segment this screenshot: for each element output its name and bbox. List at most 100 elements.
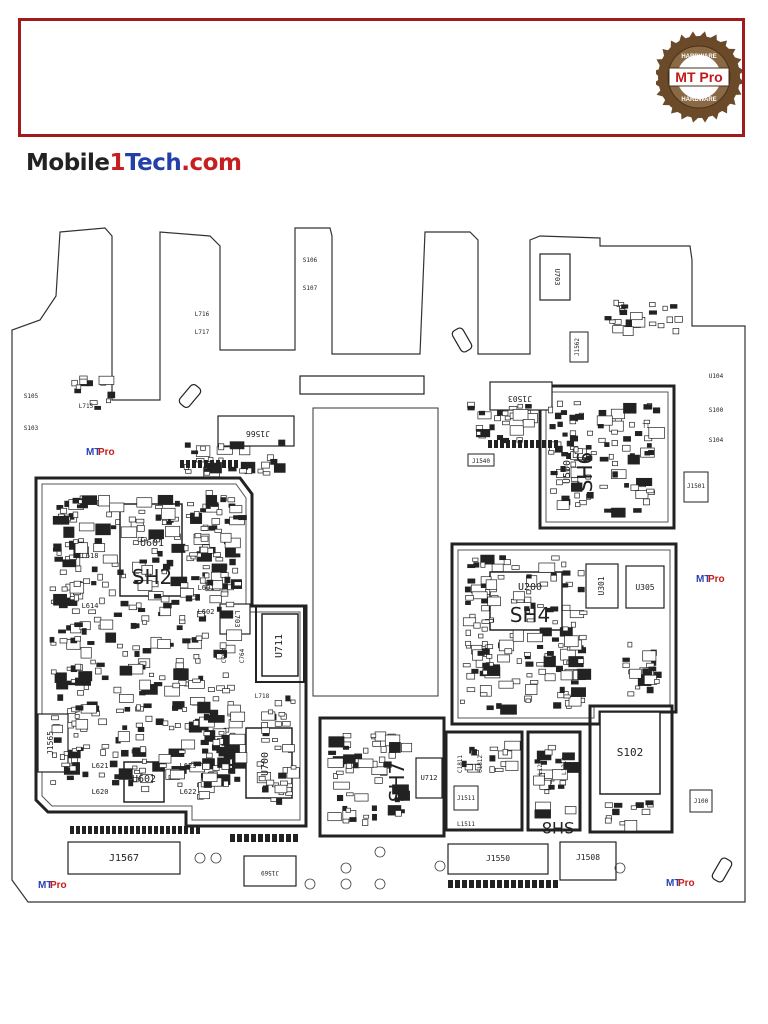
label-sh4: SH4 xyxy=(510,603,550,627)
pad-row xyxy=(160,826,164,834)
component-field xyxy=(49,299,733,890)
smd-pad xyxy=(94,405,101,410)
smd-pad xyxy=(654,679,660,685)
pad-row xyxy=(272,834,277,842)
smd-pad xyxy=(157,550,163,557)
smd-pad xyxy=(274,721,282,727)
pad-row xyxy=(154,826,158,834)
smd-pad xyxy=(563,694,571,699)
smd-pad xyxy=(136,525,145,532)
saw-tooth xyxy=(679,34,687,43)
smd-pad xyxy=(201,632,209,639)
smd-pad xyxy=(71,379,78,387)
smd-pad xyxy=(643,498,650,506)
smd-pad xyxy=(619,309,628,316)
svg-text:MT: MT xyxy=(696,574,710,585)
smd-pad xyxy=(573,446,579,453)
smd-pad xyxy=(487,596,501,607)
smd-pad xyxy=(622,662,630,669)
smd-pad xyxy=(282,767,288,774)
smd-pad xyxy=(222,644,236,654)
smd-pad xyxy=(560,466,566,472)
brand-title[interactable]: Mobile1Tech.com xyxy=(26,150,242,176)
smd-pad xyxy=(82,771,89,778)
smd-pad xyxy=(207,462,222,474)
smd-pad xyxy=(191,450,199,455)
smd-pad xyxy=(579,610,588,615)
smd-pad xyxy=(192,720,199,726)
smd-pad xyxy=(551,637,559,642)
pad-row xyxy=(88,826,92,834)
smd-pad xyxy=(499,555,506,561)
smd-pad xyxy=(546,607,554,613)
smd-pad xyxy=(395,810,402,817)
label-u711: U711 xyxy=(274,634,285,658)
smd-pad xyxy=(482,669,488,676)
saw-tooth xyxy=(656,89,665,97)
pad-row xyxy=(196,826,200,834)
smd-pad xyxy=(635,802,644,808)
saw-tooth xyxy=(738,77,742,85)
smd-pad xyxy=(262,471,271,476)
test-point xyxy=(434,860,446,872)
smd-pad xyxy=(132,645,140,651)
smd-pad xyxy=(220,532,232,543)
smd-pad xyxy=(642,650,657,662)
smd-pad xyxy=(74,663,82,671)
smd-pad xyxy=(174,723,181,728)
smd-pad xyxy=(93,616,102,623)
label-c764: C764 xyxy=(239,648,246,663)
smd-pad xyxy=(568,696,582,707)
smd-pad xyxy=(562,570,571,576)
smd-pad xyxy=(274,784,288,794)
saw-tooth xyxy=(688,31,697,39)
smd-pad xyxy=(630,312,643,321)
smd-pad xyxy=(604,316,612,321)
smd-pad xyxy=(59,638,68,644)
smd-pad xyxy=(172,682,180,689)
smd-pad xyxy=(512,591,525,601)
saw-tooth xyxy=(662,99,671,106)
smd-pad xyxy=(110,525,117,530)
label-j1550: J1550 xyxy=(486,854,510,863)
smd-pad xyxy=(135,734,145,741)
smd-pad xyxy=(489,746,499,751)
smd-pad xyxy=(274,745,282,750)
smd-pad xyxy=(553,702,562,709)
smd-pad xyxy=(624,820,638,832)
smd-pad xyxy=(354,753,363,760)
smd-pad xyxy=(239,446,251,456)
smd-pad xyxy=(481,641,488,648)
label-s105: S105 xyxy=(24,393,39,400)
smd-pad xyxy=(471,668,479,674)
smd-pad xyxy=(262,785,269,792)
svg-text:Pro: Pro xyxy=(50,880,67,891)
smd-pad xyxy=(480,561,486,568)
smd-pad xyxy=(612,808,620,816)
smd-pad xyxy=(485,579,498,590)
smd-pad xyxy=(182,638,191,644)
smd-pad xyxy=(228,733,246,745)
smd-pad xyxy=(540,760,547,765)
logo-bottom-text: HARDWARE xyxy=(681,97,716,103)
logo-top-text: HARDWARE xyxy=(681,54,716,60)
smd-pad xyxy=(75,565,82,572)
smd-pad xyxy=(374,777,383,784)
smd-pad xyxy=(577,668,592,680)
smd-pad xyxy=(80,647,92,659)
smd-pad xyxy=(623,436,631,442)
label-u601: U601 xyxy=(140,538,164,549)
smd-pad xyxy=(548,406,554,414)
smd-pad xyxy=(98,375,115,385)
pad-row xyxy=(524,440,528,448)
smd-pad xyxy=(74,714,80,719)
smd-pad xyxy=(496,435,504,441)
smd-pad xyxy=(53,737,62,743)
svg-text:Pro: Pro xyxy=(98,447,115,458)
smd-pad xyxy=(164,685,180,697)
pad-row xyxy=(192,460,196,468)
smd-pad xyxy=(112,780,120,786)
smd-pad xyxy=(161,507,176,520)
smd-pad xyxy=(49,636,55,643)
smd-pad xyxy=(372,740,381,747)
